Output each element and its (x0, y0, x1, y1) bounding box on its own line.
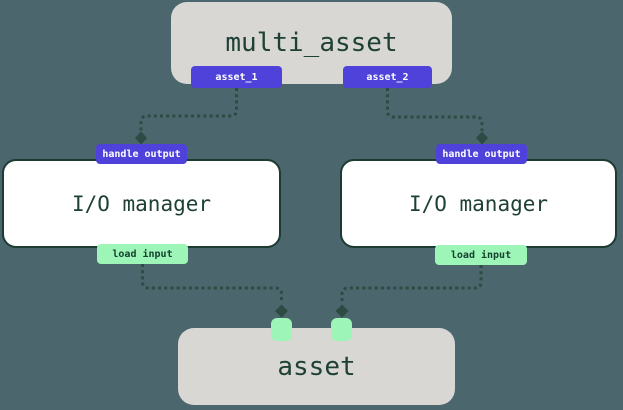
node-asset-label: asset (277, 351, 356, 382)
badge-load-input-right: load input (435, 245, 527, 265)
badge-load-input-left-label: load input (112, 248, 173, 260)
node-io-manager-left: I/O manager (2, 159, 281, 248)
input-port-square-left (271, 318, 292, 341)
connector-right-io-to-asset (340, 265, 483, 303)
badge-handle-output-right: handle output (436, 144, 527, 164)
node-io-manager-right: I/O manager (340, 159, 617, 248)
output-port-asset-1: asset_1 (191, 66, 282, 88)
arrowhead-diamond-left-input (275, 304, 288, 318)
badge-handle-output-left-label: handle output (102, 148, 181, 160)
output-port-asset-2: asset_2 (343, 66, 432, 88)
connector-asset1-to-left-io (139, 88, 238, 131)
badge-load-input-right-label: load input (450, 249, 512, 261)
arrowhead-diamond-left-output (135, 131, 147, 145)
arrowhead-diamond-right-output (476, 131, 488, 145)
output-port-asset-2-label: asset_2 (366, 71, 409, 83)
input-port-square-right (331, 318, 352, 341)
output-port-asset-1-label: asset_1 (215, 71, 258, 83)
node-multi-asset-label: multi_asset (225, 28, 398, 58)
node-asset: asset (178, 328, 455, 405)
node-io-manager-right-label: I/O manager (408, 191, 549, 216)
connector-asset2-to-right-io (386, 88, 484, 131)
connector-left-io-to-asset (141, 264, 283, 303)
badge-handle-output-right-label: handle output (442, 148, 521, 160)
arrowhead-diamond-right-input (335, 304, 349, 318)
node-io-manager-left-label: I/O manager (71, 191, 212, 216)
badge-handle-output-left: handle output (96, 144, 187, 164)
badge-load-input-left: load input (97, 244, 188, 264)
